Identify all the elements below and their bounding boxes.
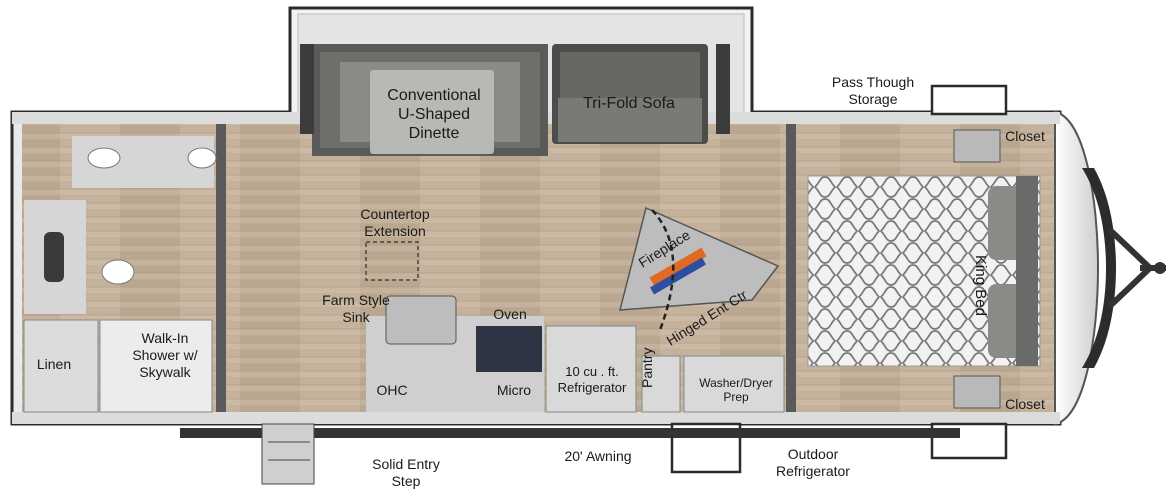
closet-bottom xyxy=(953,375,1001,409)
dinette xyxy=(312,44,548,156)
farm-sink-label: Farm Style Sink xyxy=(306,292,406,326)
pantry-label: Pantry xyxy=(639,347,655,388)
entry-step-label: Solid Entry Step xyxy=(356,456,456,490)
refrigerator-label: 10 cu . ft. Refrigerator xyxy=(548,364,636,395)
countertop-line2: Extension xyxy=(364,222,426,239)
entry-step-line1: Solid Entry xyxy=(372,456,440,472)
farm-sink-line2: Sink xyxy=(342,308,370,325)
hinged-entertainment-center xyxy=(619,206,780,331)
king-bed-label: King Bed xyxy=(971,255,989,316)
linen-label: Linen xyxy=(36,356,72,372)
shower-label: Walk-In Shower w/ Skywalk xyxy=(118,330,212,380)
refrigerator-line1: 10 cu . ft. xyxy=(565,364,619,379)
ohc-label: OHC xyxy=(376,382,408,398)
farm-sink-line1: Farm Style xyxy=(322,292,390,308)
dinette-label: Conventional U-Shaped Dinette xyxy=(374,86,494,144)
hitch xyxy=(1082,168,1166,368)
outdoor-fridge-line2: Refrigerator xyxy=(776,462,850,479)
outdoor-fridge-line1: Outdoor xyxy=(787,446,839,462)
pass-through-storage xyxy=(930,84,1008,116)
farm-sink xyxy=(385,295,457,345)
tri-fold-sofa xyxy=(552,44,708,144)
pass-storage-line2: Storage xyxy=(848,90,898,107)
shower-line2: Shower w/ xyxy=(132,346,198,363)
outdoor-fridge-label: Outdoor Refrigerator xyxy=(758,446,868,480)
countertop-extension xyxy=(365,241,419,281)
dinette-line3: Dinette xyxy=(408,125,460,143)
pass-storage-label: Pass Though Storage xyxy=(818,74,928,108)
closet-bottom-label: Closet xyxy=(1005,396,1045,412)
micro-label: Micro xyxy=(496,382,532,398)
countertop-label: Countertop Extension xyxy=(340,206,450,240)
washer-line1: Washer/Dryer xyxy=(699,376,773,390)
closet-top-label: Closet xyxy=(1005,128,1045,144)
awning-label: 20' Awning xyxy=(564,448,632,464)
washer-line2: Prep xyxy=(723,390,749,405)
countertop-line1: Countertop xyxy=(360,206,430,222)
king-bed xyxy=(807,175,1041,367)
washer-label: Washer/Dryer Prep xyxy=(688,376,784,405)
entry-step xyxy=(261,423,315,485)
sofa-label: Tri-Fold Sofa xyxy=(583,95,675,112)
awning xyxy=(180,428,960,438)
shower-line1: Walk-In xyxy=(141,330,189,346)
front-cap xyxy=(1054,110,1100,426)
entry-step-line2: Step xyxy=(391,472,421,489)
oven-label: Oven xyxy=(493,306,527,322)
pass-storage-line1: Pass Though xyxy=(831,74,915,90)
dinette-line1: Conventional xyxy=(387,87,481,104)
dinette-line2: U-Shaped xyxy=(397,106,471,124)
closet-top xyxy=(953,129,1001,163)
refrigerator-line2: Refrigerator xyxy=(557,379,627,395)
shower-line3: Skywalk xyxy=(139,363,191,380)
